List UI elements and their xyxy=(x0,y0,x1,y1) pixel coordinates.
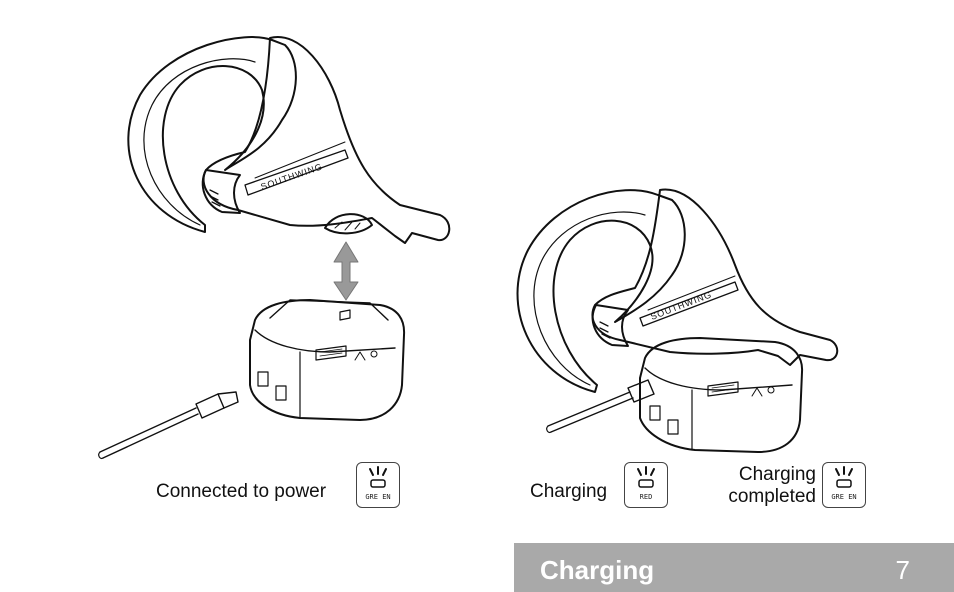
led-indicator-green-right: GRE EN xyxy=(822,462,866,508)
led-rays-icon xyxy=(369,466,387,488)
charging-base-left xyxy=(249,299,406,421)
led-rays-icon xyxy=(835,466,853,488)
caption-charging-completed-line1: Charging xyxy=(738,464,816,485)
footer-bar: Charging 7 xyxy=(514,543,954,592)
caption-charging: Charging xyxy=(530,481,608,502)
led-label-green-right: GRE EN xyxy=(831,493,857,501)
page-number: 7 xyxy=(895,555,910,585)
charging-base-right xyxy=(639,337,804,453)
led-indicator-red: RED xyxy=(624,462,668,508)
section-title: Charging xyxy=(540,555,655,585)
led-indicator-green-left: GRE EN xyxy=(356,462,400,508)
caption-connected-to-power: Connected to power xyxy=(156,481,327,502)
led-rays-icon xyxy=(637,466,655,488)
headset-right xyxy=(516,188,839,393)
docking-arrow xyxy=(333,241,359,301)
led-label-green-left: GRE EN xyxy=(365,493,391,501)
headset-left xyxy=(127,35,451,244)
power-cable-left xyxy=(98,391,239,460)
power-cable-right xyxy=(546,379,655,434)
led-label-red: RED xyxy=(639,493,653,501)
caption-charging-completed-line2: completed xyxy=(728,486,816,507)
caption-charging-completed: Charging completed xyxy=(700,464,816,508)
